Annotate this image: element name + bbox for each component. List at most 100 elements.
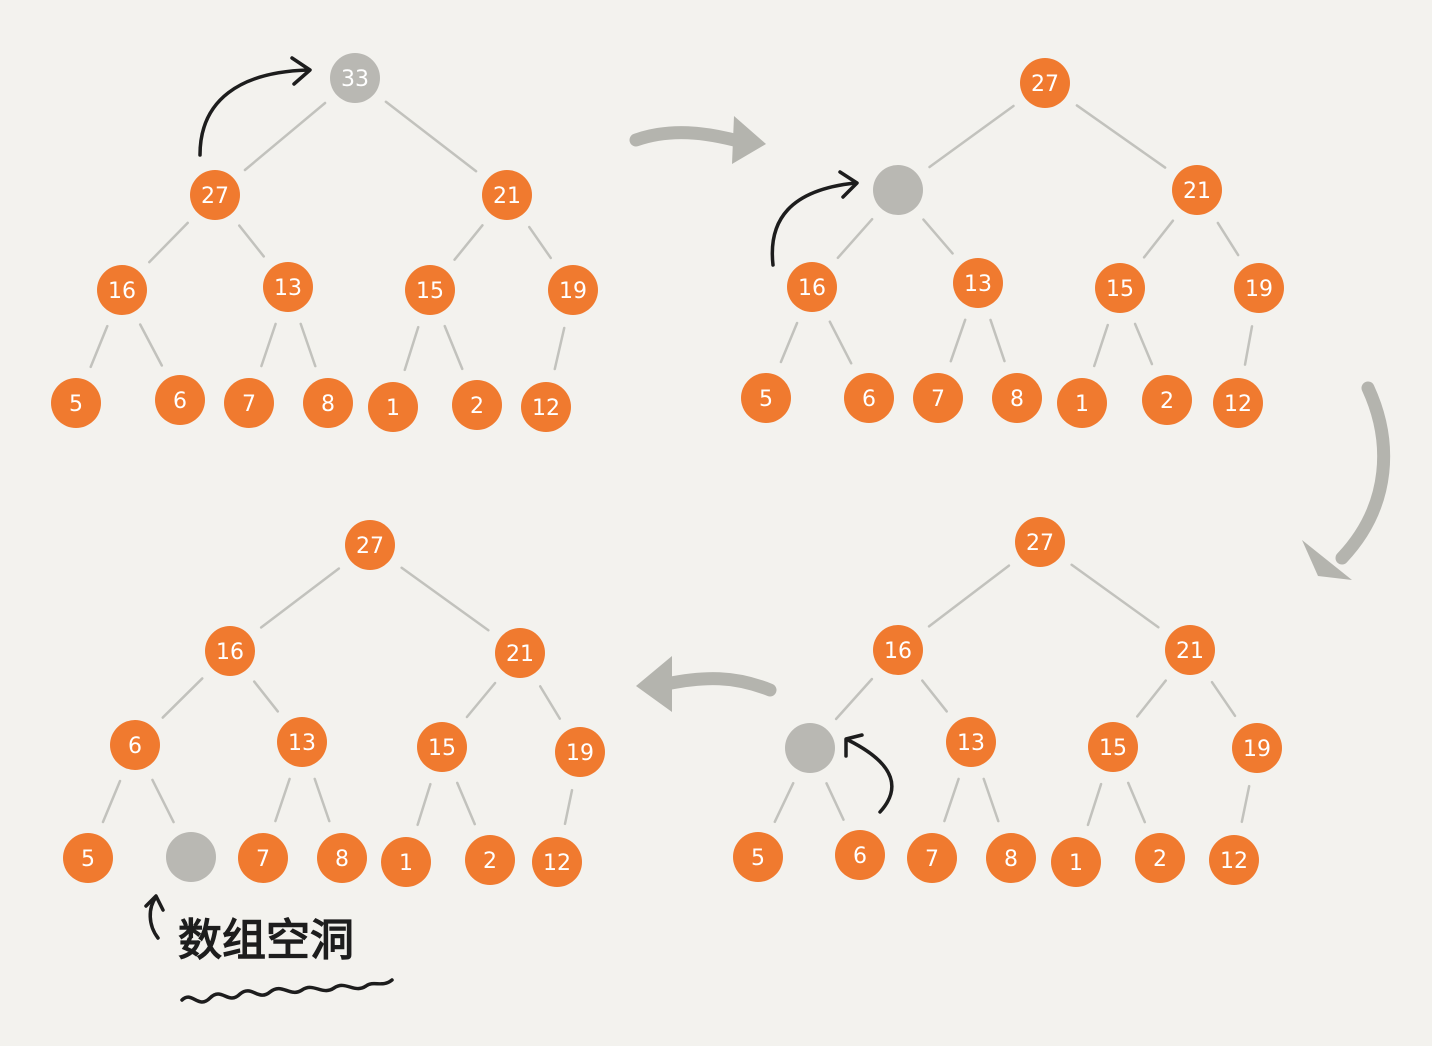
tree-edges — [89, 100, 1254, 827]
heap-node: 6 — [835, 830, 885, 880]
node-value: 2 — [1153, 847, 1167, 872]
move-arrow-icon — [770, 181, 857, 267]
node-circle — [317, 833, 367, 883]
node-value: 6 — [862, 387, 876, 412]
node-circle — [873, 165, 923, 215]
tree-edge — [443, 324, 464, 371]
node-value: 15 — [416, 279, 444, 304]
node-circle — [277, 717, 327, 767]
heap-node: 27 — [345, 520, 395, 570]
move-arrow-icon — [198, 68, 310, 157]
heap-node: 2 — [1135, 833, 1185, 883]
node-value: 13 — [288, 731, 316, 756]
node-value: 13 — [964, 272, 992, 297]
node-value: 5 — [759, 387, 773, 412]
tree-edge — [1240, 784, 1251, 824]
annotation-label: 数组空洞 — [178, 915, 354, 966]
heap-node: 7 — [907, 833, 957, 883]
tree-edge — [922, 218, 954, 255]
heap-node: 21 — [1165, 625, 1215, 675]
heap-node: 19 — [1232, 723, 1282, 773]
node-circle — [190, 170, 240, 220]
tree-edge — [313, 777, 331, 823]
heap-node: 6 — [844, 373, 894, 423]
annotation-underline — [180, 978, 394, 1004]
heap-node: 19 — [555, 727, 605, 777]
heap-node: 2 — [465, 835, 515, 885]
node-value: 21 — [1176, 639, 1204, 664]
node-circle — [345, 520, 395, 570]
node-circle — [953, 258, 1003, 308]
tree-edge — [943, 777, 960, 823]
node-circle — [1165, 625, 1215, 675]
tree-edge — [779, 321, 799, 364]
node-value: 13 — [274, 276, 302, 301]
node-circle — [1088, 722, 1138, 772]
node-circle — [303, 378, 353, 428]
hole-node — [166, 832, 216, 882]
heap-node: 13 — [953, 258, 1003, 308]
node-circle — [873, 625, 923, 675]
tree-edge — [416, 782, 432, 827]
node-value: 16 — [108, 279, 136, 304]
node-value: 1 — [399, 851, 413, 876]
node-value: 16 — [884, 639, 912, 664]
tree-edge — [1092, 323, 1110, 368]
heap-node: 1 — [1051, 837, 1101, 887]
heap-node: 7 — [224, 378, 274, 428]
node-value: 16 — [216, 640, 244, 665]
node-value: 2 — [483, 849, 497, 874]
heap-node: 13 — [263, 262, 313, 312]
tree-edge — [949, 318, 967, 363]
heap-node: 16 — [787, 262, 837, 312]
hole-node — [873, 165, 923, 215]
node-value: 7 — [256, 847, 270, 872]
move-arrow-head-icon — [838, 170, 859, 199]
node-value: 27 — [1026, 531, 1054, 556]
tree-edge — [243, 101, 327, 172]
tree-edge — [259, 567, 341, 629]
node-value: 5 — [81, 847, 95, 872]
heap-node: 19 — [548, 265, 598, 315]
node-value: 8 — [1004, 847, 1018, 872]
tree-edge — [89, 324, 109, 369]
tree-edge — [101, 779, 122, 824]
node-value: 15 — [428, 736, 456, 761]
node-value: 8 — [321, 392, 335, 417]
node-circle — [1095, 263, 1145, 313]
move-arrow-head-icon — [844, 733, 864, 758]
tree-edge — [1216, 221, 1240, 257]
node-circle — [465, 835, 515, 885]
tree-edge — [148, 221, 189, 264]
node-value: 19 — [566, 741, 594, 766]
node-value: 15 — [1099, 736, 1127, 761]
node-circle — [907, 833, 957, 883]
heap-node: 19 — [1234, 263, 1284, 313]
tree-edge — [982, 777, 1000, 823]
tree-edge — [299, 322, 317, 368]
tree-edge — [465, 681, 497, 719]
tree-edge — [553, 326, 566, 371]
node-circle — [166, 832, 216, 882]
heap-node: 12 — [1209, 835, 1259, 885]
node-value: 27 — [1031, 72, 1059, 97]
heap-node: 7 — [238, 833, 288, 883]
heap-node: 1 — [381, 837, 431, 887]
node-value: 13 — [957, 731, 985, 756]
node-circle — [1135, 833, 1185, 883]
tree-edge — [1070, 563, 1160, 629]
node-value: 1 — [1075, 392, 1089, 417]
node-value: 19 — [1243, 737, 1271, 762]
node-circle — [495, 628, 545, 678]
node-circle — [330, 53, 380, 103]
node-value: 16 — [798, 276, 826, 301]
tree-edge — [989, 318, 1006, 363]
tree-edge — [825, 782, 845, 821]
node-circle — [913, 373, 963, 423]
node-circle — [555, 727, 605, 777]
heap-node: 6 — [155, 375, 205, 425]
node-value: 21 — [493, 184, 521, 209]
node-value: 15 — [1106, 277, 1134, 302]
